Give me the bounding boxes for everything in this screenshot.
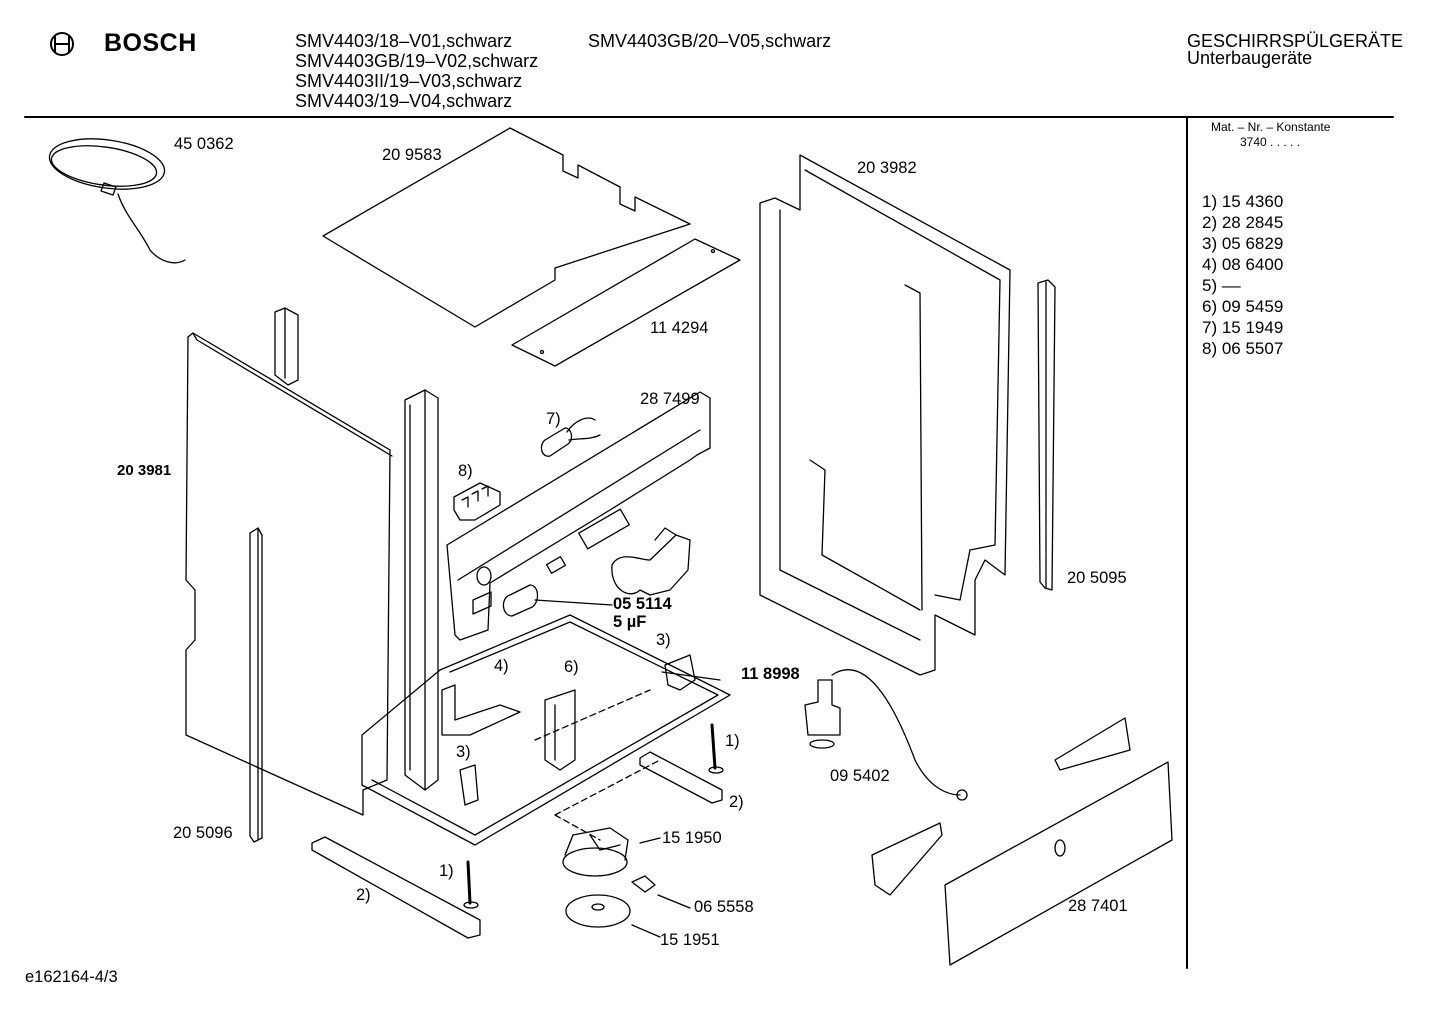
callout-8: 8) — [458, 462, 473, 480]
front-strip — [512, 239, 740, 366]
base-frame — [362, 615, 730, 845]
part-label-095402: 09 5402 — [830, 767, 890, 785]
pump-motor-icon — [563, 828, 628, 876]
side-rail-left — [250, 528, 262, 842]
list-item: 1) 15 4360 — [1202, 192, 1284, 211]
model-line: SMV4403/18–V01,schwarz — [295, 31, 513, 51]
clamp-3-lower — [460, 765, 478, 805]
category-subtitle: Unterbaugeräte — [1187, 48, 1313, 68]
part-label-065558: 06 5558 — [694, 898, 754, 916]
part-label-5uf: 5 µF — [613, 613, 647, 631]
list-item: 5) –– — [1202, 276, 1241, 295]
hinge-bracket-upper — [1055, 718, 1130, 770]
callout-7: 7) — [546, 410, 561, 428]
top-cover-plate — [323, 128, 690, 327]
impeller-disc-icon — [566, 895, 630, 927]
left-rear-upright — [275, 308, 298, 385]
part-label-203981: 20 3981 — [117, 462, 172, 479]
control-bracket — [447, 392, 710, 640]
foot-bar-upper — [640, 752, 722, 803]
callout-6: 6) — [564, 658, 579, 676]
part-label-055114: 05 5114 — [613, 595, 672, 613]
callout-3-upper: 3) — [656, 631, 671, 649]
clamp-3-upper — [665, 655, 695, 690]
brand-name: BOSCH — [104, 29, 197, 57]
material-number-note: Mat. – Nr. – Konstante — [1211, 120, 1331, 134]
level-switch-icon — [805, 670, 967, 800]
part-label-287499: 28 7499 — [640, 390, 700, 408]
callout-1-upper: 1) — [725, 732, 740, 750]
part-label-209583: 20 9583 — [382, 146, 442, 164]
list-item: 6) 09 5459 — [1202, 297, 1284, 316]
part-label-151951: 15 1951 — [660, 931, 720, 949]
left-side-panel — [186, 333, 390, 815]
bracket-6 — [545, 690, 575, 770]
category-title: GESCHIRRSPÜLGERÄTE — [1187, 31, 1404, 51]
screw-upper-icon — [709, 725, 723, 773]
part-label-203982: 20 3982 — [857, 159, 917, 177]
document-id: e162164-4/3 — [25, 968, 118, 986]
bracket-4 — [442, 685, 520, 735]
suppressor-capacitor-icon — [541, 418, 600, 456]
hinge-bracket-lower — [872, 823, 942, 895]
list-item: 4) 08 6400 — [1202, 255, 1284, 274]
material-number-value: 3740 . . . . . — [1240, 135, 1301, 149]
screw-lower-icon — [464, 862, 478, 908]
part-label-450362: 45 0362 — [174, 135, 234, 153]
part-label-114294: 11 4294 — [650, 319, 709, 337]
part-label-118998: 11 8998 — [741, 665, 800, 683]
kick-plate — [945, 762, 1172, 965]
model-line: SMV4403GB/19–V02,schwarz — [295, 51, 539, 71]
model-line: SMV4403/19–V04,schwarz — [295, 91, 513, 111]
list-item: 7) 15 1949 — [1202, 318, 1284, 337]
mains-cable-icon — [46, 132, 185, 263]
list-item: 2) 28 2845 — [1202, 213, 1284, 232]
right-side-frame — [760, 155, 1010, 675]
callout-1-lower: 1) — [439, 862, 454, 880]
inlet-duct-icon — [612, 528, 690, 595]
part-label-205096: 20 5096 — [173, 824, 233, 842]
connector-block-icon — [454, 483, 500, 520]
part-label-205095: 20 5095 — [1067, 569, 1127, 587]
model-list-primary: SMV4403/18–V01,schwarz SMV4403GB/19–V02,… — [295, 31, 538, 111]
callout-3-lower: 3) — [456, 743, 471, 761]
model-line-secondary: SMV4403GB/20–V05,schwarz — [588, 31, 832, 51]
foot-bar-lower — [312, 837, 480, 938]
callout-2-upper: 2) — [729, 793, 744, 811]
side-rail-right — [1038, 280, 1055, 590]
small-cap-icon — [632, 876, 655, 892]
part-label-287401: 28 7401 — [1068, 897, 1128, 915]
parts-constant-list: 1) 15 4360 2) 28 2845 3) 05 6829 4) 08 6… — [1202, 191, 1283, 359]
callout-4: 4) — [494, 657, 509, 675]
part-label-151950: 15 1950 — [662, 829, 722, 847]
bosch-logo-icon — [51, 33, 73, 55]
list-item: 3) 05 6829 — [1202, 234, 1284, 253]
model-line: SMV4403II/19–V03,schwarz — [295, 71, 523, 91]
capacitor-icon — [503, 585, 612, 616]
callout-2-lower: 2) — [356, 886, 371, 904]
list-item: 8) 06 5507 — [1202, 339, 1284, 358]
